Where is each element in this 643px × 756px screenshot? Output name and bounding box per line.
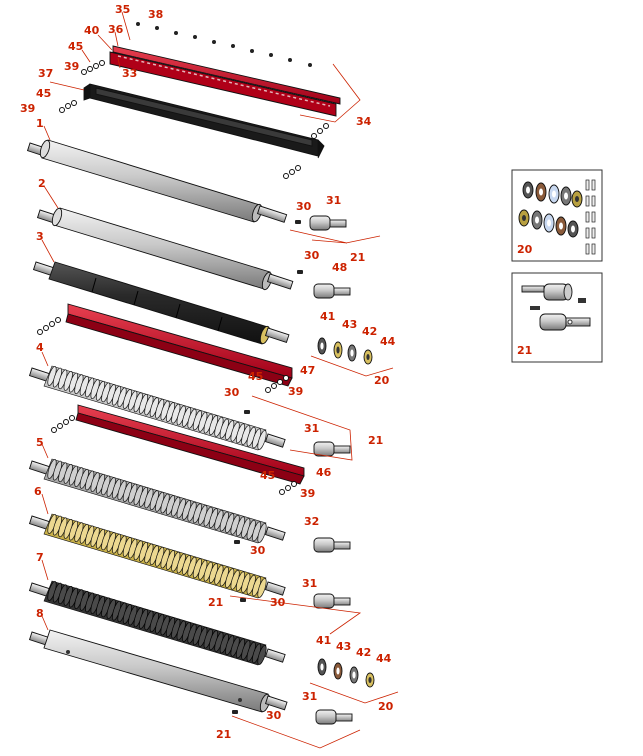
callout-47: 47 xyxy=(300,364,315,377)
callout-37: 37 xyxy=(38,67,53,80)
scraper-assembly-top xyxy=(83,45,341,159)
callout-21: 21 xyxy=(208,596,223,609)
callout-43: 43 xyxy=(336,640,351,653)
callout-20: 20 xyxy=(374,374,390,387)
roller-7-black-spiral xyxy=(28,580,286,666)
coil-segment xyxy=(257,645,267,665)
roller-3-black xyxy=(32,261,290,345)
hardware-46 xyxy=(51,415,297,495)
callout-31: 31 xyxy=(304,422,319,435)
callout-8: 8 xyxy=(36,607,44,620)
leader-lines xyxy=(41,11,131,631)
callout-30: 30 xyxy=(250,544,266,557)
callout-35: 35 xyxy=(115,3,130,16)
inset-kit-21: 21 xyxy=(511,272,603,363)
callout-39: 39 xyxy=(300,487,315,500)
callout-5: 5 xyxy=(36,436,44,449)
callout-33: 33 xyxy=(122,67,137,80)
inset-20-label: 20 xyxy=(517,243,533,256)
callout-21: 21 xyxy=(368,434,383,447)
roller-2-smooth-grey xyxy=(36,207,294,291)
callout-30: 30 xyxy=(224,386,240,399)
callout-45: 45 xyxy=(260,469,275,482)
callout-34: 34 xyxy=(356,115,372,128)
coil-segment xyxy=(257,578,267,598)
callout-44: 44 xyxy=(376,652,392,665)
callout-42: 42 xyxy=(362,325,377,338)
inset-21-label: 21 xyxy=(517,344,532,357)
scraper-47 xyxy=(65,303,293,387)
coil-segment xyxy=(257,430,267,450)
callout-31: 31 xyxy=(302,690,317,703)
scraper-bar-36 xyxy=(112,45,341,105)
bearing-housing-48 xyxy=(313,283,351,299)
hardware-top-left xyxy=(59,60,329,179)
screws-38 xyxy=(136,22,312,67)
callout-39: 39 xyxy=(20,102,35,115)
roller-1-smooth-grey xyxy=(26,139,288,223)
callout-45: 45 xyxy=(248,370,263,383)
hardware-47 xyxy=(37,317,289,393)
callout-2: 2 xyxy=(38,177,46,190)
callout-48: 48 xyxy=(332,261,347,274)
roller-6-brass-spiral xyxy=(28,513,286,599)
bearing-kit-20-b xyxy=(317,658,375,688)
bearing-housing-31-c xyxy=(313,593,351,609)
callout-31: 31 xyxy=(326,194,341,207)
callout-6: 6 xyxy=(34,485,42,498)
callout-30: 30 xyxy=(270,596,286,609)
callout-45: 45 xyxy=(36,87,51,100)
setscrews-30 xyxy=(232,220,303,714)
callout-43: 43 xyxy=(342,318,357,331)
callout-31: 31 xyxy=(302,577,317,590)
callout-32: 32 xyxy=(304,515,319,528)
callout-30: 30 xyxy=(266,709,282,722)
group-brackets xyxy=(229,63,399,749)
roller-4-spiral xyxy=(28,365,286,451)
callout-36: 36 xyxy=(108,23,124,36)
callout-4: 4 xyxy=(36,341,44,354)
roller-8-tube xyxy=(28,629,288,713)
bearing-kit-20-a xyxy=(317,337,373,365)
callout-21: 21 xyxy=(350,251,365,264)
callout-42: 42 xyxy=(356,646,371,659)
callout-41: 41 xyxy=(316,634,331,647)
callout-labels: 35 38 40 36 45 39 33 37 45 39 34 1 2 30 … xyxy=(20,3,396,741)
callout-30: 30 xyxy=(296,200,312,213)
callout-20: 20 xyxy=(378,700,394,713)
callout-7: 7 xyxy=(36,551,44,564)
scraper-46 xyxy=(75,404,305,485)
bearing-housing-31-d xyxy=(315,709,353,725)
callout-39: 39 xyxy=(64,60,79,73)
callout-3: 3 xyxy=(36,230,44,243)
callout-1: 1 xyxy=(36,117,44,130)
callout-39: 39 xyxy=(288,385,303,398)
coil-segment xyxy=(257,523,267,543)
callout-45: 45 xyxy=(68,40,83,53)
bearing-housing-32 xyxy=(313,537,351,553)
bearing-housing-31-a xyxy=(309,215,347,231)
inset-kit-20: 20 xyxy=(511,169,603,262)
callout-38: 38 xyxy=(148,8,163,21)
callout-30: 30 xyxy=(304,249,320,262)
bearing-housings xyxy=(309,215,353,725)
callout-44: 44 xyxy=(380,335,396,348)
roller-5-grey-spiral xyxy=(28,458,286,544)
callout-40: 40 xyxy=(84,24,100,37)
bearing-housing-31-b xyxy=(313,441,351,457)
callout-46: 46 xyxy=(316,466,332,479)
callout-21: 21 xyxy=(216,728,231,741)
callout-41: 41 xyxy=(320,310,335,323)
